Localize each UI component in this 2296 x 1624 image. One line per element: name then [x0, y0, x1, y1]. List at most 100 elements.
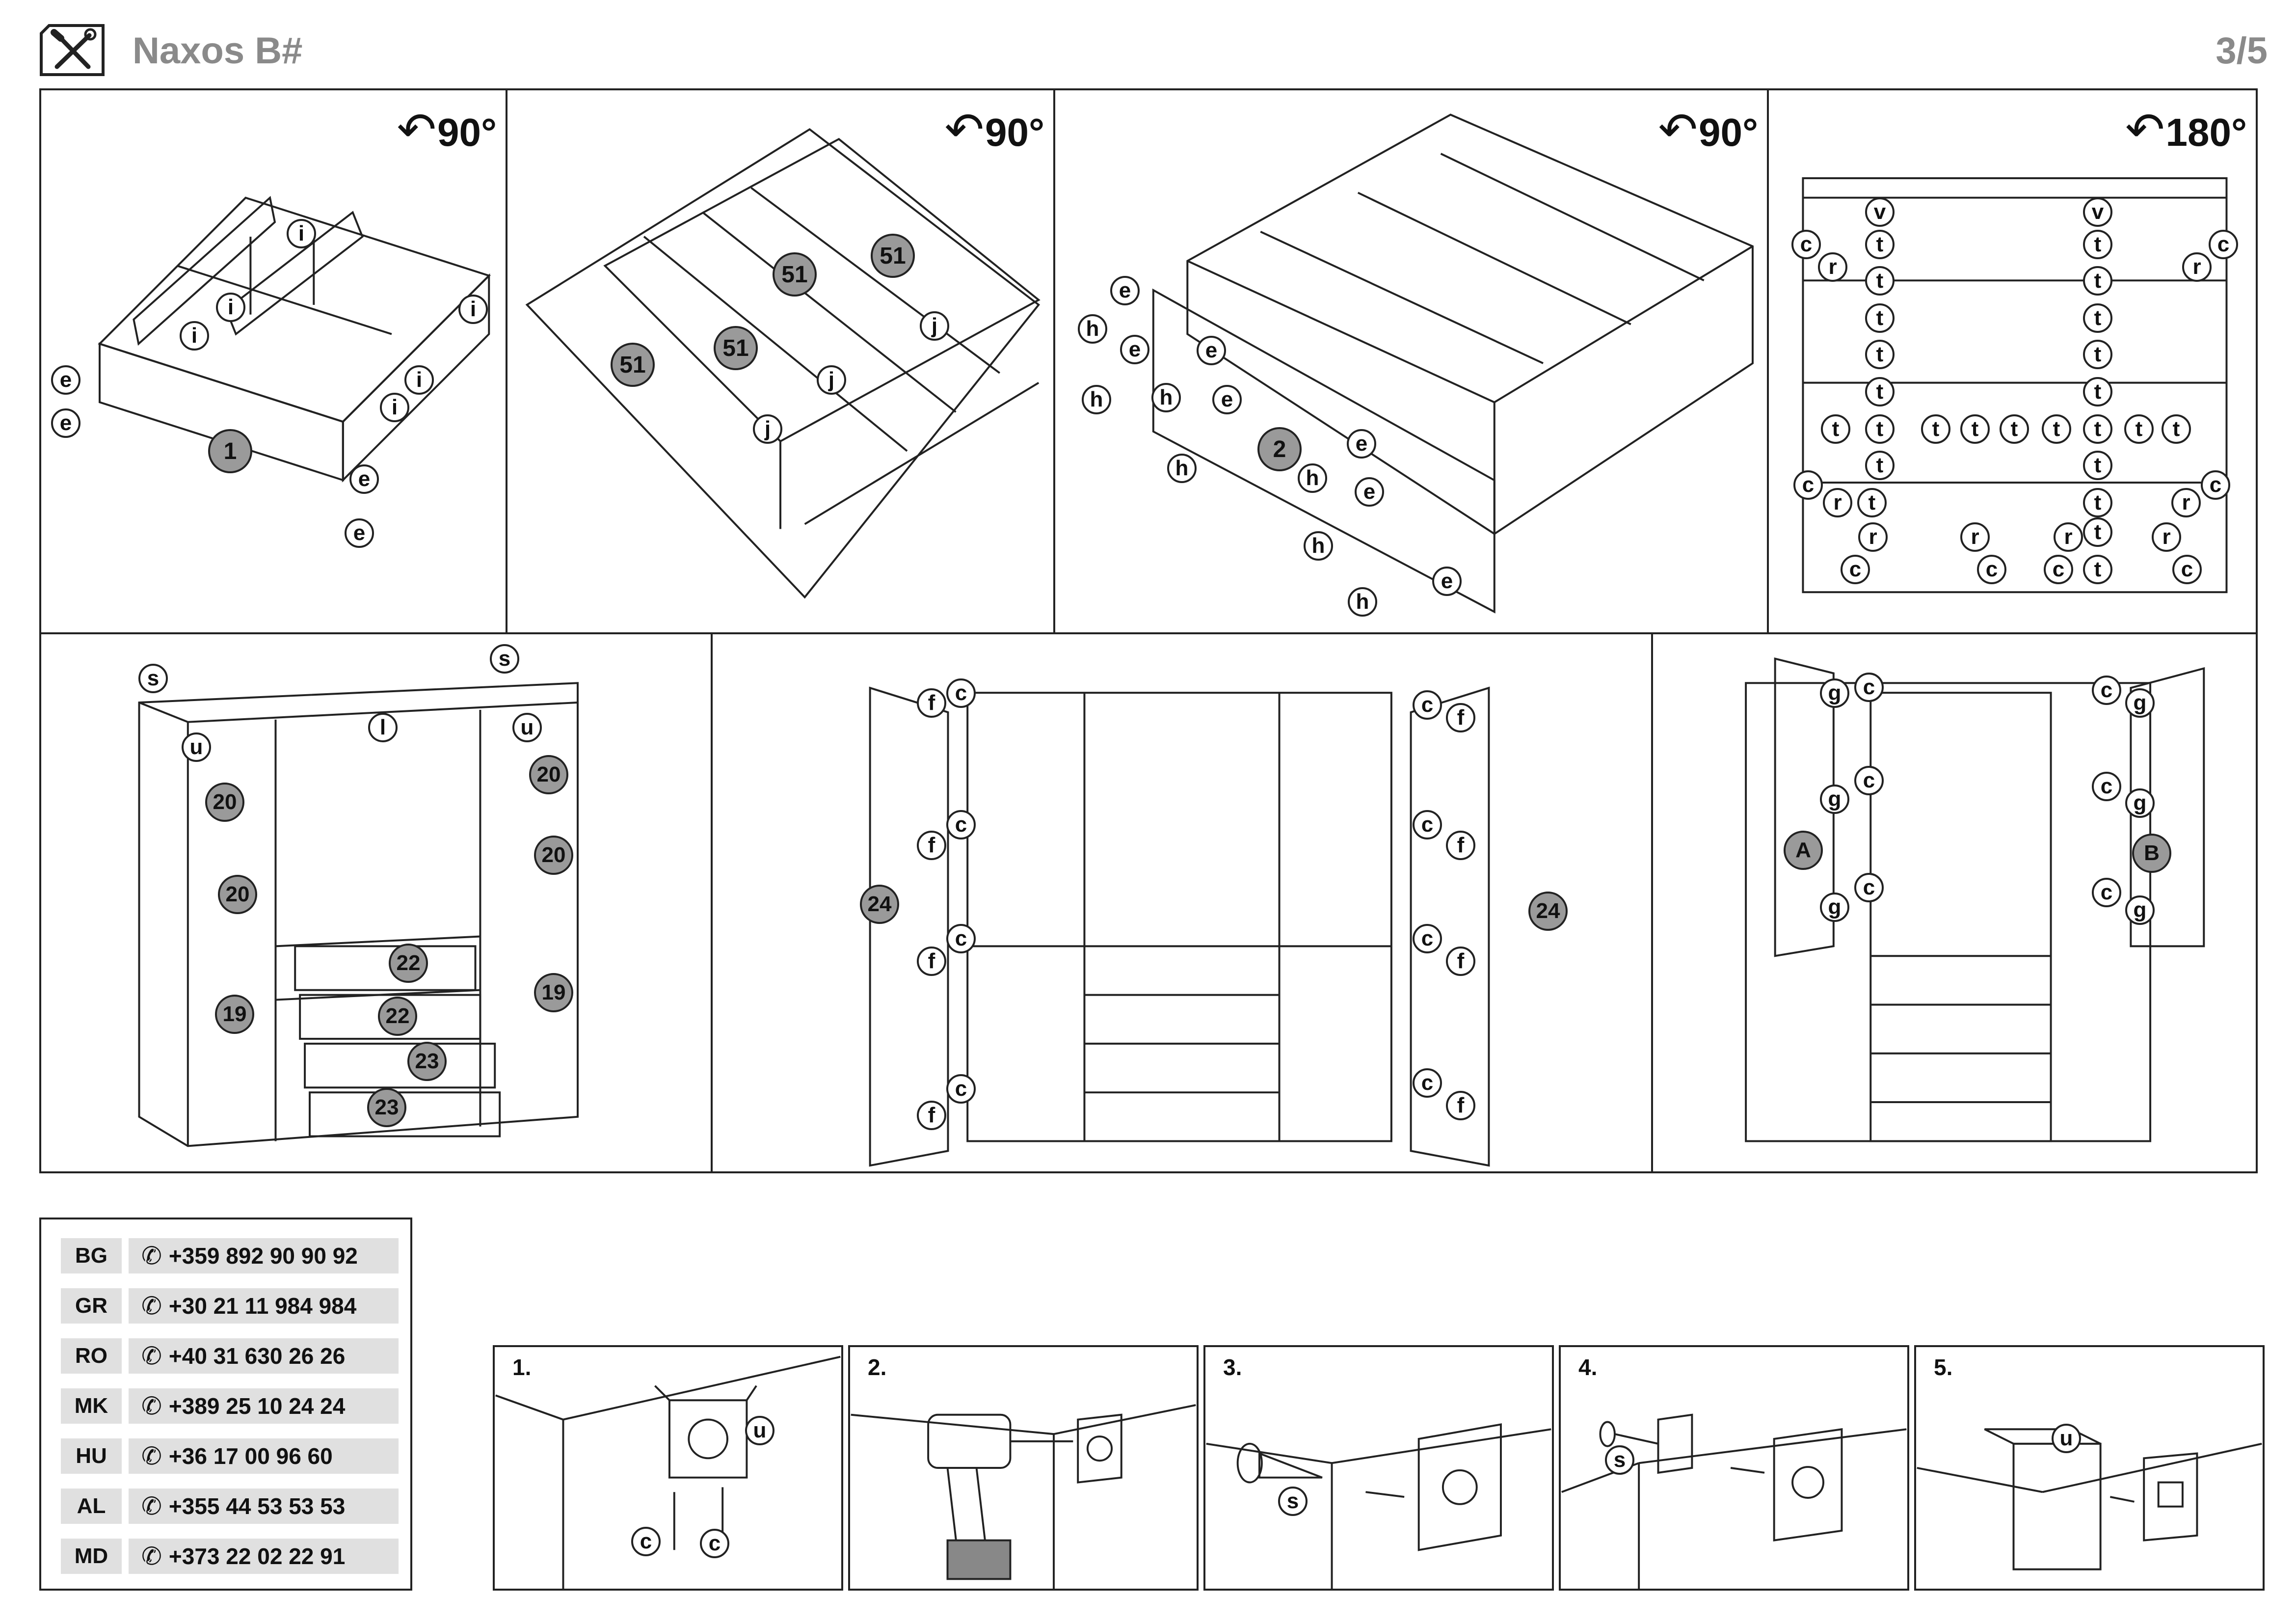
callout-c: c: [2201, 470, 2230, 500]
fixing-step-3: 3. s: [1203, 1345, 1554, 1591]
part-number: 20: [218, 875, 257, 914]
phone-icon: ✆: [141, 1242, 162, 1270]
callout-r: r: [2054, 522, 2083, 552]
part-number: 22: [389, 944, 428, 983]
support-phone-list: BG ✆+359 892 90 90 92 GR ✆+30 21 11 984 …: [39, 1218, 412, 1591]
part-number: 24: [860, 885, 899, 924]
callout-c: c: [2044, 555, 2073, 584]
callout-c: c: [946, 678, 976, 708]
phone-number[interactable]: ✆+373 22 02 22 91: [129, 1539, 399, 1574]
callout-c: c: [2209, 230, 2238, 259]
step-panel-2: ↶90° j j j 51 51 51 51: [506, 88, 1055, 634]
callout-h: h: [1348, 587, 1377, 617]
callout-t: t: [2083, 517, 2112, 547]
callout-h: h: [1298, 463, 1327, 493]
callout-e: e: [1432, 567, 1462, 596]
part-number: 51: [773, 252, 817, 297]
callout-c: c: [1841, 555, 1870, 584]
callout-c: c: [1854, 766, 1884, 795]
callout-t: t: [1857, 488, 1887, 517]
phone-row: AL ✆+355 44 53 53 53: [61, 1489, 400, 1524]
phone-icon: ✆: [141, 1492, 162, 1520]
callout-t: t: [1865, 266, 1895, 296]
phone-number[interactable]: ✆+40 31 630 26 26: [129, 1338, 399, 1374]
country-code: GR: [61, 1288, 122, 1324]
step-panel-7: g g g g g g c c c c c c A B: [1651, 632, 2258, 1173]
callout-e: e: [51, 408, 80, 438]
callout-e: e: [345, 518, 374, 548]
wardrobe-shelves-drawing: [138, 682, 579, 1147]
step-panel-4: ↶180° v v c c r r t t t t t t t t t t t …: [1767, 88, 2258, 634]
callout-u: u: [2052, 1424, 2081, 1453]
part-number: 51: [611, 343, 655, 387]
part-number: 24: [1528, 892, 1568, 931]
phone-number[interactable]: ✆+355 44 53 53 53: [129, 1489, 399, 1524]
callout-c: c: [1793, 470, 1823, 500]
callout-t: t: [2083, 230, 2112, 259]
part-number: 19: [534, 973, 573, 1012]
callout-g: g: [2125, 895, 2155, 925]
callout-u: u: [512, 713, 542, 742]
drawer-frame-drawing: [98, 196, 491, 483]
callout-c: c: [1413, 1068, 1442, 1098]
callout-t: t: [2124, 414, 2154, 444]
front-panel-drawing: [1152, 113, 1754, 614]
callout-e: e: [1197, 336, 1226, 365]
callout-c: c: [2092, 878, 2121, 907]
step-number: 1.: [512, 1354, 532, 1380]
callout-r: r: [2182, 252, 2212, 282]
callout-c: c: [2092, 772, 2121, 801]
callout-h: h: [1078, 314, 1107, 344]
part-number: 2: [1257, 427, 1302, 471]
callout-i: i: [380, 393, 409, 422]
part-number: 23: [407, 1042, 447, 1081]
callout-t: t: [1865, 377, 1895, 406]
callout-r: r: [1823, 488, 1852, 517]
callout-u: u: [745, 1416, 774, 1445]
phone-row: RO ✆+40 31 630 26 26: [61, 1338, 400, 1374]
callout-s: s: [1605, 1445, 1634, 1475]
part-number: B: [2132, 834, 2171, 873]
callout-j: j: [753, 414, 782, 444]
callout-c: c: [1854, 673, 1884, 702]
callout-f: f: [1446, 831, 1475, 860]
callout-r: r: [1858, 522, 1888, 552]
doors-drawing: [869, 686, 1490, 1167]
callout-c: c: [631, 1527, 661, 1556]
part-number: 19: [215, 995, 254, 1034]
callout-e: e: [1120, 335, 1149, 364]
phone-number[interactable]: ✆+359 892 90 90 92: [129, 1238, 399, 1273]
callout-c: c: [946, 810, 976, 839]
callout-c: c: [1413, 924, 1442, 953]
step-panel-1: ↶90° i i i i i i e e e e 1: [39, 88, 507, 634]
rotation-indicator: ↶90°: [1658, 104, 1758, 156]
callout-v: v: [2083, 197, 2112, 227]
callout-f: f: [1446, 703, 1475, 732]
phone-number[interactable]: ✆+36 17 00 96 60: [129, 1438, 399, 1474]
phone-icon: ✆: [141, 1292, 162, 1320]
part-number: 22: [378, 997, 417, 1036]
phone-number[interactable]: ✆+389 25 10 24 24: [129, 1388, 399, 1424]
callout-g: g: [1820, 785, 1849, 814]
hinges-drawing: [1745, 657, 2205, 1142]
tools-icon: [40, 24, 105, 76]
step-number: 5.: [1934, 1354, 1953, 1380]
part-number: 51: [714, 326, 758, 370]
callout-t: t: [1960, 414, 1990, 444]
callout-f: f: [1446, 1091, 1475, 1120]
callout-s: s: [1278, 1487, 1308, 1516]
callout-t: t: [1865, 451, 1895, 480]
phone-number[interactable]: ✆+30 21 11 984 984: [129, 1288, 399, 1324]
callout-t: t: [2083, 488, 2112, 517]
callout-r: r: [1818, 252, 1847, 282]
step-panel-6: f f f f f f f f c c c c c c c c 24 24: [711, 632, 1653, 1173]
callout-s: s: [490, 644, 519, 674]
callout-i: i: [180, 321, 209, 351]
callout-t: t: [1865, 303, 1895, 333]
phone-icon: ✆: [141, 1442, 162, 1470]
phone-icon: ✆: [141, 1342, 162, 1370]
part-number: 51: [871, 234, 915, 278]
callout-t: t: [1921, 414, 1950, 444]
callout-c: c: [946, 1074, 976, 1104]
callout-v: v: [1865, 197, 1895, 227]
